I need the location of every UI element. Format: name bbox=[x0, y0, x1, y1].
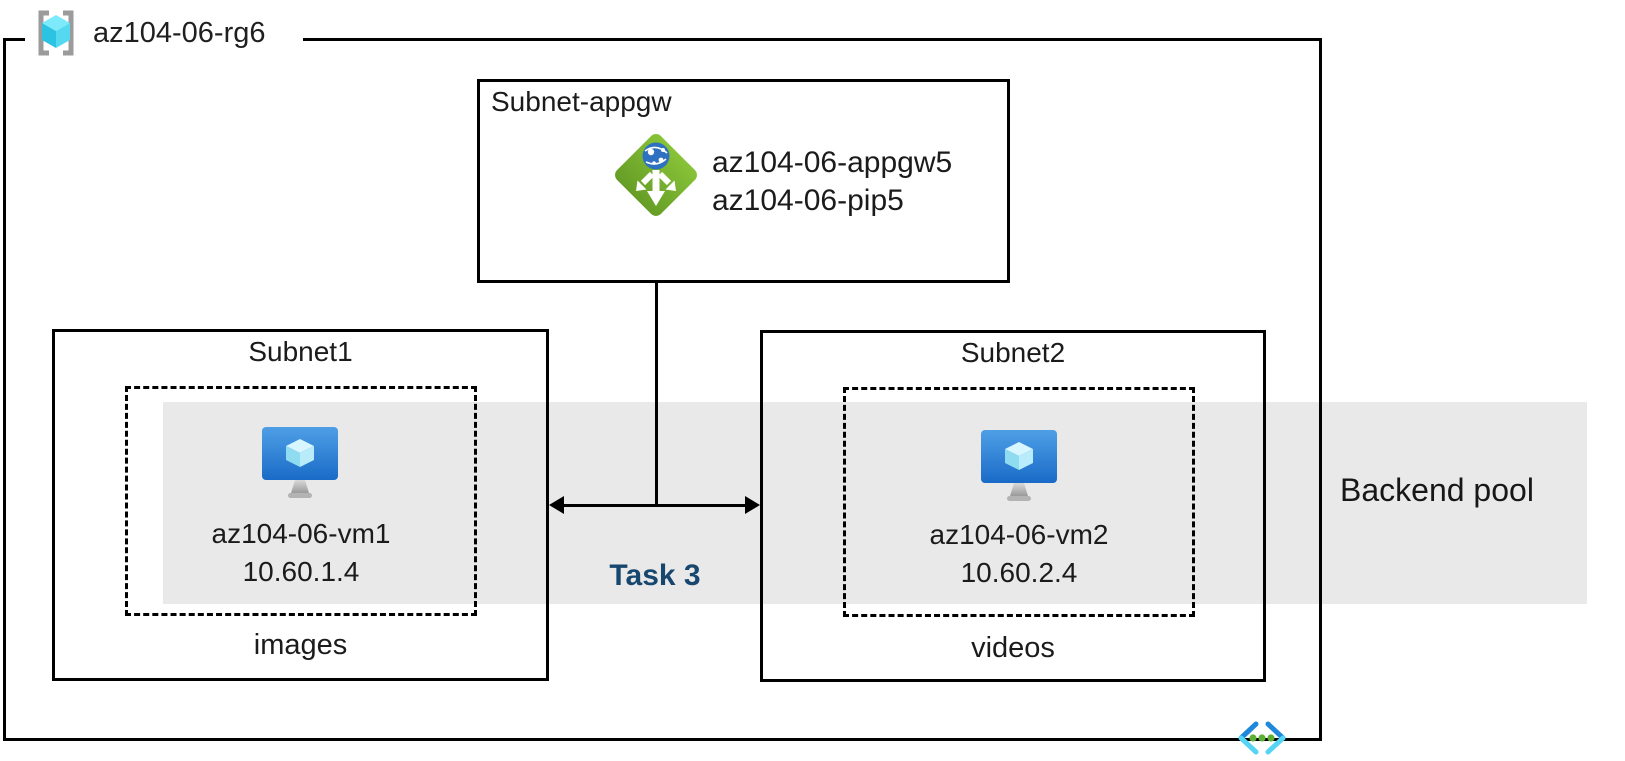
vm2-name: az104-06-vm2 bbox=[929, 519, 1109, 550]
vm1-name: az104-06-vm1 bbox=[211, 518, 391, 549]
appgw-connector-line bbox=[655, 214, 658, 506]
appgw-subnet-title: Subnet-appgw bbox=[491, 86, 672, 117]
subnet1-title: Subnet1 bbox=[248, 336, 353, 367]
arrow-head-left-icon bbox=[549, 496, 564, 514]
vm1-ip-address: 10.60.1.4 bbox=[242, 556, 360, 587]
task-label: Task 3 bbox=[609, 559, 701, 592]
appgw-subnet-box bbox=[477, 79, 1010, 283]
subnet1-backend-dashed-box bbox=[125, 386, 477, 616]
virtual-machine-icon bbox=[262, 427, 338, 498]
resource-group-label: az104-06-rg6 bbox=[93, 16, 266, 49]
arrow-head-right-icon bbox=[745, 496, 760, 514]
backend-pool-label: Backend pool bbox=[1340, 472, 1534, 508]
virtual-machine-icon bbox=[981, 430, 1057, 501]
resource-group-icon bbox=[38, 10, 74, 56]
resource-group-header: az104-06-rg6 bbox=[33, 8, 266, 58]
subnet1-box bbox=[52, 329, 549, 681]
resource-group-border-gap bbox=[25, 34, 303, 45]
vm2-ip-address: 10.60.2.4 bbox=[960, 557, 1078, 588]
subnet1-caption: images bbox=[253, 629, 348, 661]
appgw-public-ip-name: az104-06-pip5 bbox=[712, 184, 904, 217]
subnet2-caption: videos bbox=[971, 632, 1055, 664]
resource-group-box bbox=[3, 38, 1322, 741]
application-gateway-icon bbox=[615, 134, 697, 216]
backend-pool-band bbox=[163, 402, 1587, 604]
virtual-network-icon bbox=[1238, 721, 1286, 755]
subnet2-backend-dashed-box bbox=[843, 387, 1195, 617]
appgw-name: az104-06-appgw5 bbox=[712, 146, 953, 179]
subnet2-box bbox=[760, 330, 1266, 682]
subnet2-title: Subnet2 bbox=[960, 337, 1066, 368]
subnet-double-arrow-line bbox=[561, 504, 747, 507]
